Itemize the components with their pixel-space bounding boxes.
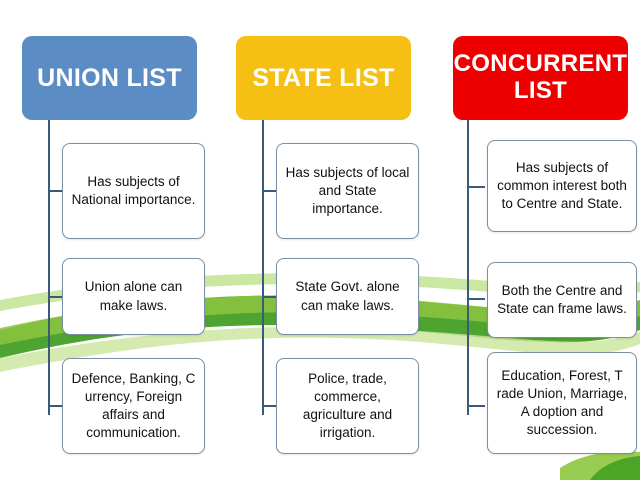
connector-line-union <box>48 120 50 415</box>
list-item: State Govt. alone can make laws. <box>276 258 419 335</box>
connector-line-state <box>262 120 264 415</box>
list-item: Has subjects of common interest both to … <box>487 140 637 232</box>
list-item: Police, trade, commerce, agriculture and… <box>276 358 419 454</box>
connector-tick-concurrent-1 <box>467 186 485 188</box>
list-item: Has subjects of local and State importan… <box>276 143 419 239</box>
header-state-list: STATE LIST <box>236 36 411 120</box>
list-item: Both the Centre and State can frame laws… <box>487 262 637 338</box>
list-item: Defence, Banking, C urrency, Foreign aff… <box>62 358 205 454</box>
connector-tick-state-2 <box>262 296 284 298</box>
column-concurrent-list: CONCURRENT LIST Has subjects of common i… <box>445 0 637 480</box>
connector-tick-union-3 <box>48 405 70 407</box>
connector-line-concurrent <box>467 120 469 415</box>
header-concurrent-list: CONCURRENT LIST <box>453 36 628 120</box>
connector-tick-state-3 <box>262 405 284 407</box>
header-union-list: UNION LIST <box>22 36 197 120</box>
connector-tick-union-2 <box>48 296 70 298</box>
list-item: Has subjects of National importance. <box>62 143 205 239</box>
connector-tick-union-1 <box>48 190 70 192</box>
connector-tick-state-1 <box>262 190 284 192</box>
connector-tick-concurrent-3 <box>467 405 485 407</box>
column-union-list: UNION LIST Has subjects of National impo… <box>14 0 205 480</box>
list-item: Education, Forest, T rade Union, Marriag… <box>487 352 637 454</box>
column-state-list: STATE LIST Has subjects of local and Sta… <box>228 0 419 480</box>
list-item: Union alone can make laws. <box>62 258 205 335</box>
connector-tick-concurrent-2 <box>467 298 485 300</box>
